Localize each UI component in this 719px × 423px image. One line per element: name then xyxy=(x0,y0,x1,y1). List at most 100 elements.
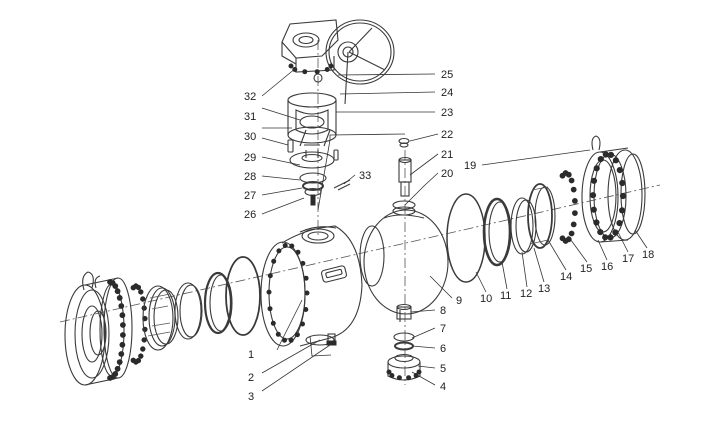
bolt xyxy=(288,337,294,343)
bolt xyxy=(314,69,320,75)
bolt xyxy=(282,337,287,343)
upper-trunnion xyxy=(392,137,416,216)
bolt xyxy=(270,320,276,326)
bolt xyxy=(396,375,402,381)
bolt xyxy=(119,312,126,319)
bolt xyxy=(130,357,137,363)
bolt xyxy=(324,67,330,72)
bolt xyxy=(116,295,123,301)
valve-body xyxy=(260,225,363,347)
bolt xyxy=(590,206,597,213)
bolt xyxy=(568,230,575,237)
stem-seals xyxy=(299,172,327,206)
bolt xyxy=(616,167,623,174)
bolt xyxy=(303,275,309,281)
gear-operator xyxy=(281,19,395,105)
body-plug xyxy=(326,333,337,346)
bolt xyxy=(138,353,144,359)
bolt xyxy=(289,243,295,249)
part-label-19: 19 xyxy=(464,160,476,172)
part-label-12: 12 xyxy=(520,288,532,300)
bolt xyxy=(416,369,422,375)
bolt xyxy=(619,207,626,214)
bolt xyxy=(619,192,627,200)
bolt xyxy=(266,289,272,295)
bolt xyxy=(112,283,119,290)
part-label-5: 5 xyxy=(440,363,446,375)
ball xyxy=(359,209,449,322)
left-seat-rings xyxy=(142,256,261,351)
bolt xyxy=(597,229,604,236)
part-label-33: 33 xyxy=(359,170,371,182)
part-label-10: 10 xyxy=(480,293,492,305)
bolt xyxy=(120,322,126,328)
bolt xyxy=(593,165,600,172)
part-label-32: 32 xyxy=(244,91,256,103)
bolt xyxy=(114,288,121,295)
part-label-11: 11 xyxy=(500,290,511,302)
bolt xyxy=(300,321,305,327)
bolt xyxy=(303,307,309,312)
part-label-24: 24 xyxy=(441,87,453,99)
bolt xyxy=(328,63,334,69)
bolt xyxy=(120,332,126,338)
part-label-1: 1 xyxy=(248,349,254,361)
gear-bolts xyxy=(288,63,334,75)
part-label-3: 3 xyxy=(248,391,254,403)
right-seat-rings xyxy=(446,183,556,283)
bolt xyxy=(140,296,146,302)
part-label-14: 14 xyxy=(560,271,572,283)
bolt xyxy=(589,192,597,199)
part-label-31: 31 xyxy=(244,111,256,123)
bolt xyxy=(275,331,281,337)
bolt xyxy=(302,69,308,75)
part-label-16: 16 xyxy=(601,261,613,273)
part-label-4: 4 xyxy=(440,381,446,393)
leader-lines xyxy=(261,67,648,392)
bolt xyxy=(607,234,614,241)
bolt xyxy=(612,157,620,164)
part-label-15: 15 xyxy=(580,263,592,275)
bolt xyxy=(386,369,392,375)
part-label-23: 23 xyxy=(441,107,453,119)
part-label-21: 21 xyxy=(441,149,453,161)
bolt xyxy=(140,346,146,352)
part-label-18: 18 xyxy=(642,249,654,261)
bolt xyxy=(135,284,142,291)
bolt xyxy=(597,156,604,163)
bolt xyxy=(389,373,395,378)
bolt xyxy=(114,365,121,372)
bolt xyxy=(304,290,310,296)
bolt xyxy=(602,151,609,158)
bolt xyxy=(570,221,577,228)
bonnet-flange xyxy=(289,129,335,169)
part-label-20: 20 xyxy=(441,168,453,180)
bolt xyxy=(138,289,144,295)
stem-key-30 xyxy=(287,139,294,153)
body-flange-bolts xyxy=(266,243,310,343)
left-flange-bolts xyxy=(107,279,126,381)
left-end-cap xyxy=(64,271,133,386)
bolt xyxy=(590,177,598,184)
bolt xyxy=(572,210,578,217)
part-label-2: 2 xyxy=(248,372,254,384)
part-label-25: 25 xyxy=(441,69,453,81)
lower-trunnion xyxy=(387,303,421,381)
bolt xyxy=(616,220,623,227)
bolt xyxy=(267,273,273,279)
bolt xyxy=(267,306,273,312)
bolt xyxy=(607,151,615,158)
right-stud-ring xyxy=(559,170,578,244)
bolt xyxy=(619,179,626,187)
part-label-7: 7 xyxy=(440,323,446,335)
bolt xyxy=(602,234,609,241)
bolt xyxy=(568,177,575,184)
bolt xyxy=(141,337,147,343)
bolt xyxy=(107,375,113,381)
bolt xyxy=(118,351,125,357)
part-label-22: 22 xyxy=(441,129,453,141)
bolt xyxy=(572,198,578,204)
bolt xyxy=(300,260,306,266)
bolt xyxy=(570,186,577,193)
